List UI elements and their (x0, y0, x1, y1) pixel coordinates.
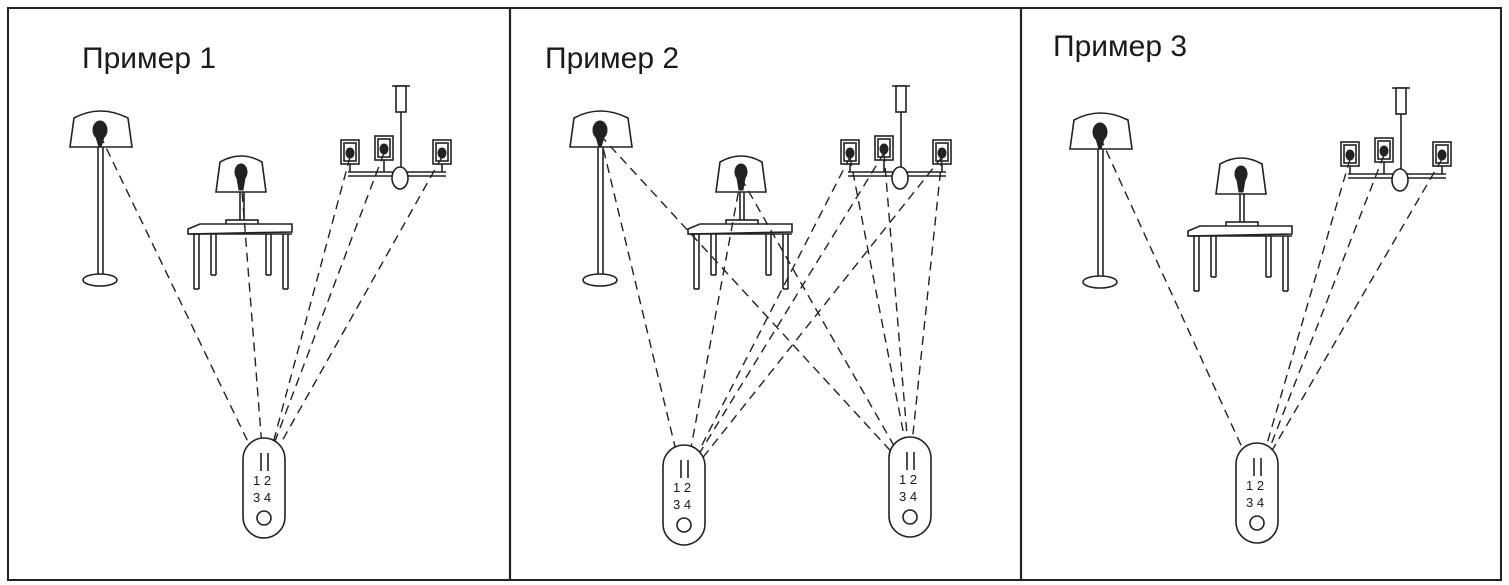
link-chand2-to-remote-1 (682, 152, 885, 481)
link-chand3-to-remote-1 (684, 156, 943, 481)
chandelier-bulb-1 (840, 139, 860, 172)
chandelier (340, 85, 452, 190)
link-lines (99, 134, 443, 474)
link-lines (1099, 136, 1443, 479)
table-lamp (215, 155, 267, 227)
link-table-to-remote-1 (684, 177, 742, 481)
chandelier (1340, 87, 1452, 192)
remotes: 1 23 4 (242, 437, 286, 539)
chandelier-bulb-3 (432, 139, 452, 172)
chandelier-bulb-1 (1340, 141, 1360, 174)
table (187, 223, 293, 290)
link-floor-to-remote-1 (99, 134, 264, 474)
remote-control: 1 23 4 (1235, 442, 1279, 544)
remote-control: 1 23 4 (662, 444, 706, 546)
table (1187, 225, 1293, 292)
floor-lamp (569, 110, 633, 287)
remote-button-labels-top: 1 2 (673, 480, 691, 495)
chandelier-bulb-3 (932, 139, 952, 172)
remotes: 1 23 4 (1235, 442, 1279, 544)
remote-button-labels-bottom: 3 4 (1246, 495, 1264, 510)
link-chand3-to-remote-1 (1255, 158, 1443, 479)
room-scene (1069, 87, 1452, 292)
link-chand1-to-remote-1 (264, 156, 351, 474)
panel-example-1: Пример 1 1 23 4 (69, 42, 452, 539)
remote-button-labels-top: 1 2 (899, 472, 917, 487)
outer-frame (7, 7, 1502, 581)
link-table-to-remote-2 (740, 177, 910, 473)
remote-button-labels-bottom: 3 4 (673, 497, 691, 512)
panel-title: Пример 1 (82, 42, 216, 75)
link-floor-to-remote-2 (599, 134, 911, 473)
link-chand1-to-remote-1 (1256, 158, 1351, 479)
remote-control: 1 23 4 (888, 436, 932, 538)
panel-example-2: Пример 2 1 23 41 23 4 (545, 42, 952, 546)
chandelier-bulb-3 (1432, 141, 1452, 174)
link-chand1-to-remote-1 (683, 156, 851, 481)
room-scene (569, 85, 952, 290)
panel-title: Пример 3 (1053, 30, 1187, 63)
link-chand1-to-remote-2 (849, 156, 912, 473)
panel-title: Пример 2 (545, 42, 679, 75)
floor-lamp (1069, 112, 1133, 289)
link-floor-to-remote-1 (599, 134, 684, 481)
panel-example-3: Пример 3 1 23 4 (1053, 30, 1452, 544)
link-lines (599, 134, 943, 481)
table-lamp (715, 155, 767, 227)
link-chand2-to-remote-1 (262, 152, 385, 474)
remote-button-labels-bottom: 3 4 (253, 490, 271, 505)
chandelier (840, 85, 952, 190)
link-floor-to-remote-1 (1099, 136, 1257, 479)
link-chand2-to-remote-1 (1257, 154, 1385, 479)
table-lamp (1215, 157, 1267, 229)
remote-button-labels-top: 1 2 (1246, 478, 1264, 493)
chandelier-bulb-2 (1374, 137, 1394, 174)
remote-button-labels-top: 1 2 (253, 473, 271, 488)
link-chand2-to-remote-2 (883, 152, 911, 473)
chandelier-bulb-1 (340, 139, 360, 172)
link-chand3-to-remote-2 (908, 156, 943, 473)
link-chand3-to-remote-1 (263, 156, 443, 474)
remote-button-labels-bottom: 3 4 (899, 489, 917, 504)
room-scene (69, 85, 452, 290)
chandelier-bulb-2 (374, 135, 394, 172)
remotes: 1 23 41 23 4 (662, 436, 932, 546)
table (687, 223, 793, 290)
floor-lamp (69, 110, 133, 287)
link-table-to-remote-1 (240, 177, 265, 474)
remote-control: 1 23 4 (242, 437, 286, 539)
